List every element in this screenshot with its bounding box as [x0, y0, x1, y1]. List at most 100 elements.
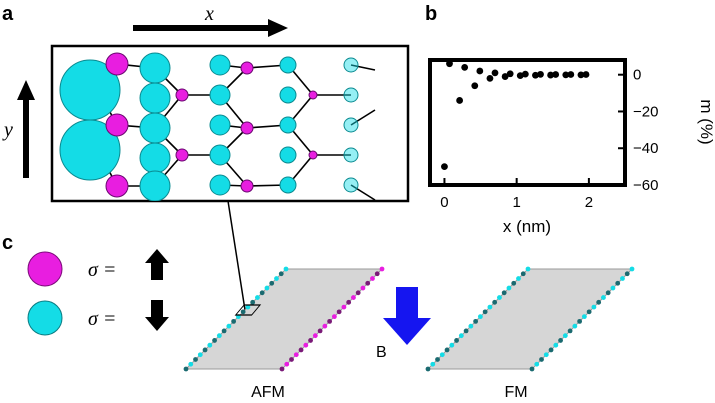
fm-ribbon — [425, 266, 635, 372]
ribbon-edge-site — [188, 361, 194, 367]
y-axis-label: y — [2, 119, 13, 141]
ribbon-edge-site — [558, 338, 563, 343]
ribbon-edge-site — [283, 266, 289, 272]
ribbon-edge-site — [346, 299, 352, 305]
cyan-spin-site — [139, 82, 171, 114]
chart-point — [537, 70, 544, 78]
ribbon-edge-site — [303, 342, 309, 348]
chart-point — [577, 71, 585, 79]
ribbon-edge-site — [629, 266, 635, 272]
chart-ytick-label: 0 — [633, 67, 641, 84]
ribbon-edge-site — [586, 309, 592, 315]
chart-xtick-label: 0 — [440, 194, 448, 211]
ribbon-edge-site — [543, 352, 549, 358]
ribbon-edge-site — [529, 366, 535, 372]
ribbon-edge-site — [615, 280, 621, 286]
cyan-spin-site — [209, 114, 231, 136]
fm-label: FM — [504, 384, 527, 401]
cyan-spin-site — [139, 142, 171, 174]
ribbon-edge-site — [572, 323, 578, 329]
ribbon-edge-site — [289, 357, 294, 362]
ribbon-edge-site — [520, 271, 526, 277]
cyan-spin-site — [279, 116, 297, 134]
cyan-spin-site — [139, 170, 171, 201]
ribbon-edge-site — [487, 304, 493, 310]
cyan-spin-site — [209, 174, 231, 196]
ribbon-edge-site — [620, 276, 625, 281]
cyan-spin-site — [343, 147, 359, 163]
ribbon-edge-site — [534, 361, 540, 367]
ribbon-edge-site — [492, 299, 498, 305]
ribbon-edge-site — [458, 333, 464, 339]
chart-point — [562, 71, 570, 79]
x-direction-arrow-icon — [133, 19, 288, 37]
magnetic-field-arrow-icon — [383, 287, 431, 345]
afm-ribbon — [183, 266, 385, 372]
chart-point — [501, 73, 509, 80]
ribbon-edge-site — [577, 318, 583, 324]
ribbon-edge-site — [591, 304, 597, 310]
ribbon-edge-site — [355, 290, 361, 296]
cyan-spin-site — [209, 84, 231, 106]
ribbon-edge-site — [216, 333, 222, 339]
cyan-spin-site — [343, 117, 359, 133]
chart-point — [506, 70, 514, 78]
cyan-spin-site — [343, 177, 359, 193]
ribbon-edge-site — [212, 338, 217, 343]
ribbon-edge-site — [245, 304, 251, 310]
ribbon-edge-site — [322, 323, 328, 329]
magenta-spin-site — [240, 179, 254, 193]
lattice-bond — [350, 64, 376, 71]
ribbon-edge-site — [269, 280, 275, 286]
ribbon-edge-site — [596, 299, 602, 305]
graphene-lattice — [59, 52, 376, 201]
ribbon-edge-site — [374, 271, 380, 277]
zoom-region-marker — [234, 304, 262, 316]
magenta-spin-site — [240, 61, 254, 75]
ribbon-edge-site — [567, 328, 573, 334]
zoom-connector-line — [227, 200, 246, 311]
chart-ylabel: m (%) — [697, 99, 715, 144]
ribbon-edge-site — [430, 361, 436, 367]
chart-point — [441, 163, 448, 171]
ribbon-edge-site — [601, 295, 606, 300]
ribbon-edge-site — [516, 276, 521, 281]
x-axis-label: x — [204, 3, 214, 25]
cyan-spin-site — [343, 57, 359, 73]
ribbon-edge-site — [202, 347, 208, 353]
ribbon-edge-site — [207, 342, 213, 348]
ribbon-edge-site — [439, 352, 445, 358]
ribbon-edge-site — [226, 323, 232, 329]
ribbon-edge-site — [327, 318, 333, 324]
ribbon-edge-site — [278, 271, 284, 277]
cyan-spin-site — [279, 146, 297, 164]
ribbon-edge-site — [264, 285, 270, 291]
magenta-spin-site — [105, 113, 129, 137]
ribbon-edge-site — [497, 295, 502, 300]
ribbon-edge-site — [581, 314, 587, 320]
magenta-spin-site — [175, 148, 189, 162]
chart-point — [582, 71, 590, 78]
ribbon-edge-site — [274, 276, 279, 281]
chart-point — [476, 67, 484, 75]
ribbon-edge-site — [197, 352, 203, 358]
legend-sigma-up-label: σ = — [88, 259, 116, 281]
ribbon-edge-site — [240, 309, 246, 315]
ribbon-edge-site — [308, 338, 313, 343]
panel-b-letter: b — [425, 3, 437, 25]
magenta-spin-site — [175, 88, 189, 102]
magenta-spin-dot — [27, 251, 63, 287]
ribbon-edge-site — [255, 295, 260, 300]
chart-point — [491, 69, 499, 77]
cyan-spin-site — [59, 119, 121, 181]
chart-ytick-label: −60 — [633, 177, 658, 194]
chart-xtick-label: 1 — [512, 194, 520, 211]
spin-down-arrow-icon — [145, 300, 169, 331]
ribbon-edge-site — [298, 347, 304, 353]
ribbon-edge-site — [183, 366, 189, 372]
ribbon-edge-site — [610, 285, 616, 291]
lattice-bond — [350, 109, 376, 126]
magenta-spin-site — [105, 52, 129, 76]
field-label: B — [376, 344, 387, 361]
